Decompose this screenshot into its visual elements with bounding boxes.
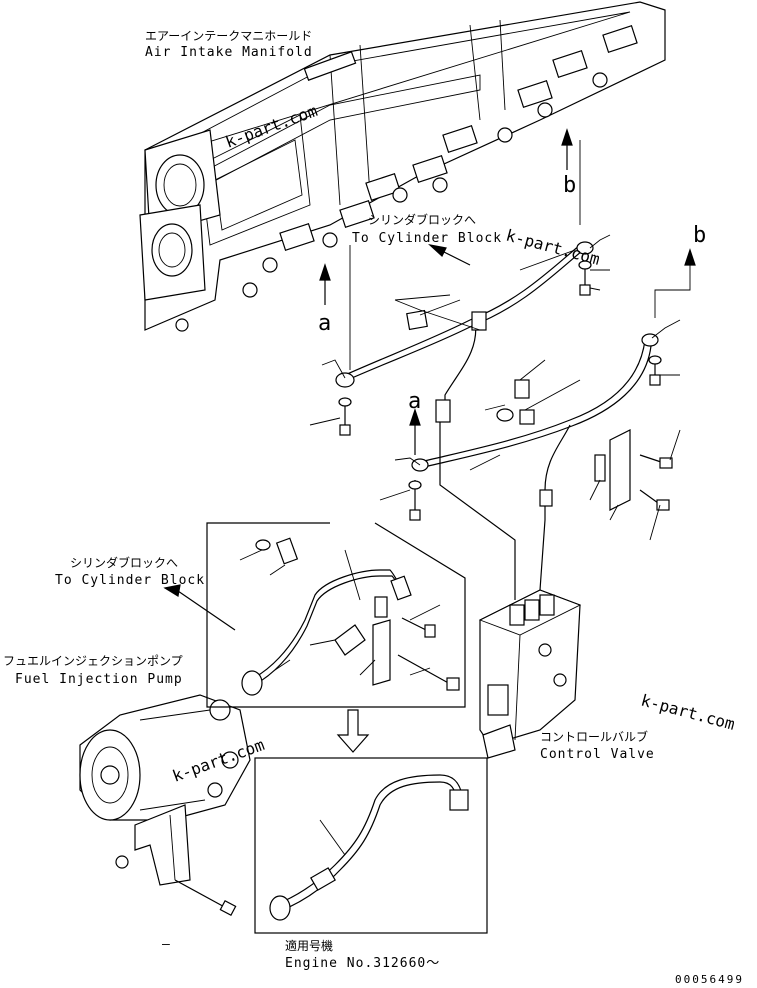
air-intake-label-jp: エアーインテークマニホールド [145,29,312,43]
callout-a-mid: a [408,389,421,414]
callout-a-left: a [318,311,331,336]
callout-letters: b b a a [318,173,706,414]
cyl-block-label-2-jp: シリンダブロックへ [70,555,178,570]
cyl-block-label-1-jp: シリンダブロックへ [368,212,476,227]
fuel-pipes [335,241,659,600]
fuel-pump-label-en: Fuel Injection Pump [15,672,183,687]
control-valve-label-en: Control Valve [540,747,655,762]
dash-mark: – [162,937,171,952]
fasteners [338,260,673,521]
direction-arrows [163,128,696,753]
manifold-ports [175,25,638,332]
serial-label-en: Engine No.312660～ [285,956,440,971]
leader-lines [309,140,691,541]
serial-label-jp: 適用号機 [285,938,333,953]
cyl-block-label-1-en: To Cylinder Block [352,231,502,246]
air-intake-manifold [139,1,666,332]
detail-box-1 [206,522,466,708]
air-intake-label-en: Air Intake Manifold [145,45,313,60]
control-valve-label-jp: コントロールバルブ [540,729,648,744]
watermark-2: k-part.com [504,226,602,269]
fuel-pump-label-jp: フュエルインジェクションポンプ [3,654,183,668]
cyl-block-label-2-en: To Cylinder Block [55,573,205,588]
watermark-3: k-part.com [639,691,737,734]
fuel-injection-pump [79,694,251,917]
control-valve [478,589,582,759]
text-labels: エアーインテークマニホールド Air Intake Manifold シリンダブ… [3,29,744,986]
callout-b-right: b [693,223,706,248]
callout-b-top: b [563,173,576,198]
detail-box-2 [254,757,488,934]
doc-number: 00056499 [675,973,744,986]
